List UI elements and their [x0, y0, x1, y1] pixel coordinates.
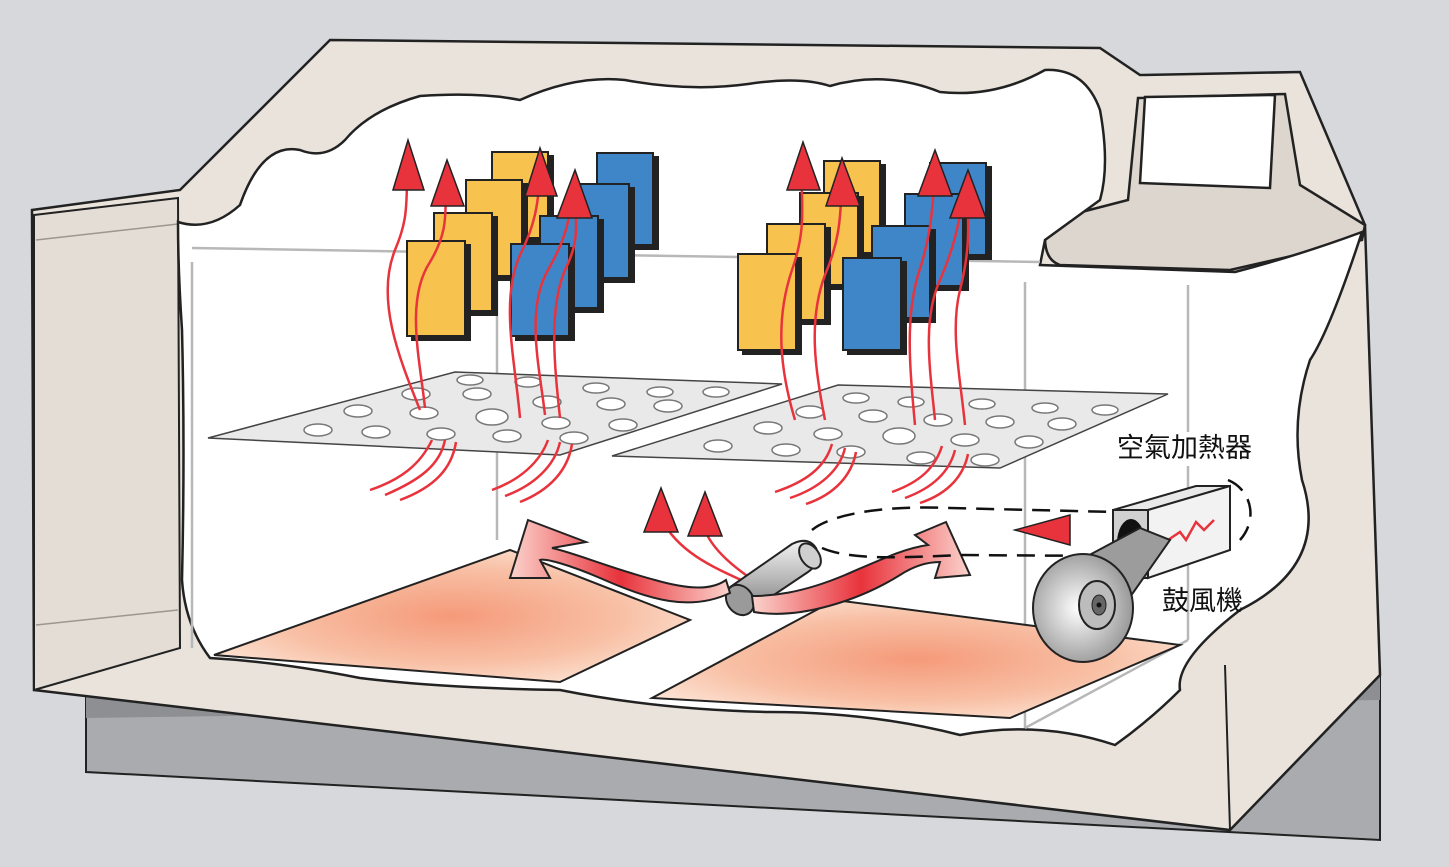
perforated-shelves [207, 371, 1169, 469]
airflow-arrowheads [391, 137, 1071, 546]
control-panel [1043, 92, 1367, 272]
rising-airflow-lines [369, 164, 970, 587]
blower-label: 鼓風機 [1162, 586, 1243, 617]
spray-nozzle-tube [724, 539, 822, 617]
blower-fan-icon [1032, 526, 1172, 663]
air-heater-label: 空氣加熱器 [1113, 432, 1256, 466]
heated-flow-ribbons [508, 518, 972, 615]
air-duct-dashed [811, 478, 1252, 559]
